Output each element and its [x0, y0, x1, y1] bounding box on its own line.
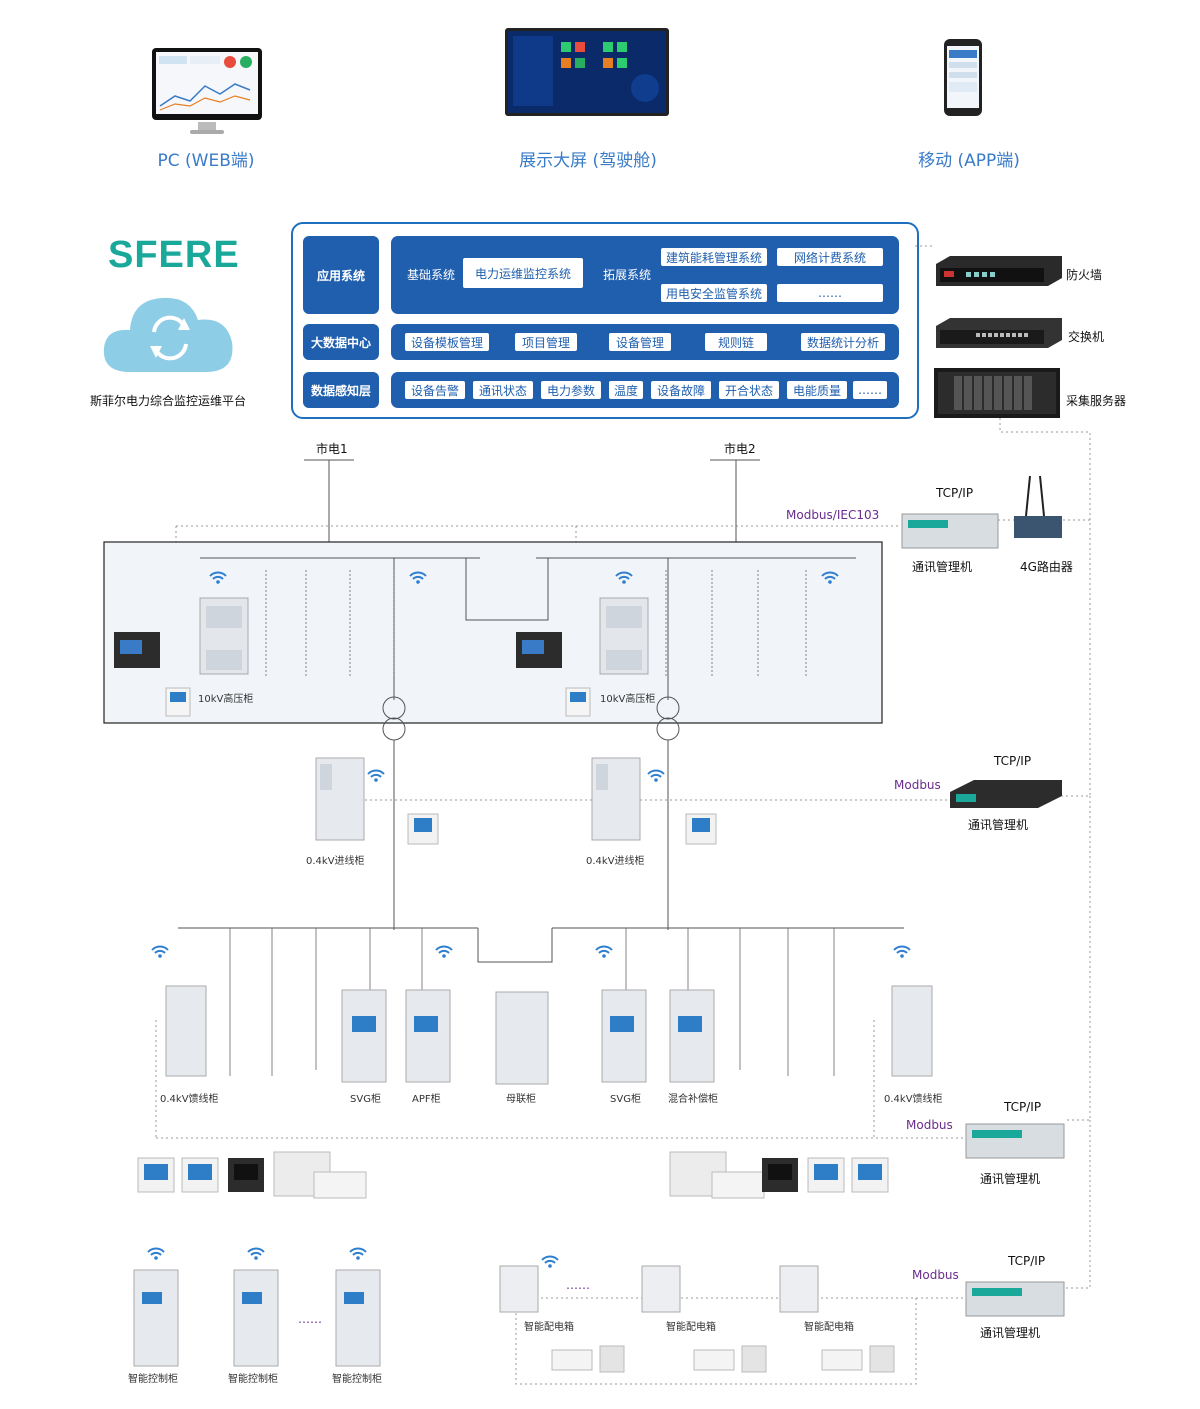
smart-control-label-1: 智能控制柜: [128, 1374, 178, 1385]
smart-box-label-1: 智能配电箱: [524, 1322, 574, 1333]
tcpip-label-4: TCP/IP: [1008, 1254, 1046, 1268]
comm-manager-label-3: 通讯管理机: [980, 1172, 1041, 1186]
perception-item: 温度: [609, 381, 643, 399]
firewall-icon: [936, 256, 1062, 288]
incoming-label-2: 0.4kV进线柜: [586, 856, 645, 867]
ext-system-label: 拓展系统: [603, 268, 652, 282]
platform-name: 斯菲尔电力综合监控运维平台: [89, 394, 246, 408]
modbus-label-3: Modbus: [912, 1268, 959, 1282]
bigdata-item: 项目管理: [515, 333, 577, 351]
perception-item: 开合状态: [719, 381, 779, 399]
perception-item: 电能质量: [787, 381, 847, 399]
tcpip-label-3: TCP/IP: [1004, 1100, 1042, 1114]
feeder-label-2: 0.4kV馈线柜: [884, 1094, 943, 1105]
row-body-bigdata: 设备模板管理 项目管理 设备管理 规则链 数据统计分析: [391, 324, 899, 360]
base-system-label: 基础系统: [407, 268, 456, 282]
pc-icon: [150, 46, 265, 138]
bigdata-item: 数据统计分析: [801, 333, 885, 351]
box-ellipsis: ……: [566, 1278, 590, 1292]
firewall-label: 防火墙: [1066, 268, 1103, 282]
control-ellipsis: ……: [298, 1312, 322, 1326]
tcpip-label-2: TCP/IP: [994, 754, 1032, 768]
perception-item: 通讯状态: [473, 381, 533, 399]
perception-item: 电力参数: [541, 381, 601, 399]
base-system-item: 电力运维监控系统: [463, 258, 583, 288]
comm-manager-label-1: 通讯管理机: [912, 560, 973, 574]
source2-label: 市电2: [724, 442, 756, 456]
terminal-label-mobile: 移动 (APP端): [918, 151, 1020, 171]
terminal-label-screen: 展示大屏 (驾驶舱): [519, 151, 657, 171]
modbus-label-1: Modbus: [894, 778, 941, 792]
perception-item: 设备告警: [405, 381, 465, 399]
smart-control-label-2: 智能控制柜: [228, 1374, 278, 1385]
terminal-label-pc: PC (WEB端): [157, 151, 255, 171]
modbus-label-2: Modbus: [906, 1118, 953, 1132]
switch-label: 交换机: [1068, 330, 1105, 344]
bigdata-item: 设备管理: [609, 333, 671, 351]
hv-cabinet-label-2: 10kV高压柜: [600, 694, 656, 705]
ext-system-item: 网络计费系统: [777, 248, 883, 266]
perception-item: ……: [853, 381, 887, 399]
sfere-logo: SFERE: [108, 234, 240, 276]
comm-manager-label-4: 通讯管理机: [980, 1326, 1041, 1340]
server-icon: [934, 368, 1060, 418]
apf-label: APF柜: [412, 1094, 441, 1105]
hv-cabinet-label-1: 10kV高压柜: [198, 694, 254, 705]
incoming-label-1: 0.4kV进线柜: [306, 856, 365, 867]
row-title-app: 应用系统: [303, 236, 379, 314]
bigdata-item: 规则链: [705, 333, 767, 351]
ext-system-item: ……: [777, 284, 883, 302]
router-label: 4G路由器: [1020, 560, 1073, 574]
ext-system-item: 用电安全监管系统: [661, 284, 767, 302]
row-title-bigdata: 大数据中心: [303, 324, 379, 360]
row-body-perception: 设备告警 通讯状态 电力参数 温度 设备故障 开合状态 电能质量 ……: [391, 372, 899, 408]
smart-box-label-2: 智能配电箱: [666, 1322, 716, 1333]
smart-box-label-3: 智能配电箱: [804, 1322, 854, 1333]
cloud-icon: [100, 286, 240, 378]
architecture-frame: 应用系统 基础系统 电力运维监控系统 拓展系统 建筑能耗管理系统 网络计费系统 …: [291, 222, 919, 419]
bigdata-item: 设备模板管理: [405, 333, 489, 351]
row-title-perception: 数据感知层: [303, 372, 379, 408]
big-screen-icon: [505, 28, 670, 118]
tcpip-label-1: TCP/IP: [936, 486, 974, 500]
mobile-icon: [943, 38, 983, 118]
bus-tie-label: 母联柜: [506, 1094, 536, 1105]
server-label: 采集服务器: [1066, 394, 1127, 408]
smart-control-label-3: 智能控制柜: [332, 1374, 382, 1385]
ext-system-item: 建筑能耗管理系统: [661, 248, 767, 266]
modbus-iec-label: Modbus/IEC103: [786, 508, 880, 522]
comm-manager-label-2: 通讯管理机: [968, 818, 1029, 832]
source1-label: 市电1: [316, 442, 348, 456]
switch-icon: [936, 318, 1062, 350]
perception-item: 设备故障: [651, 381, 711, 399]
feeder-label-1: 0.4kV馈线柜: [160, 1094, 219, 1105]
hybrid-label: 混合补偿柜: [668, 1094, 718, 1105]
row-body-app: 基础系统 电力运维监控系统 拓展系统 建筑能耗管理系统 网络计费系统 用电安全监…: [391, 236, 899, 314]
